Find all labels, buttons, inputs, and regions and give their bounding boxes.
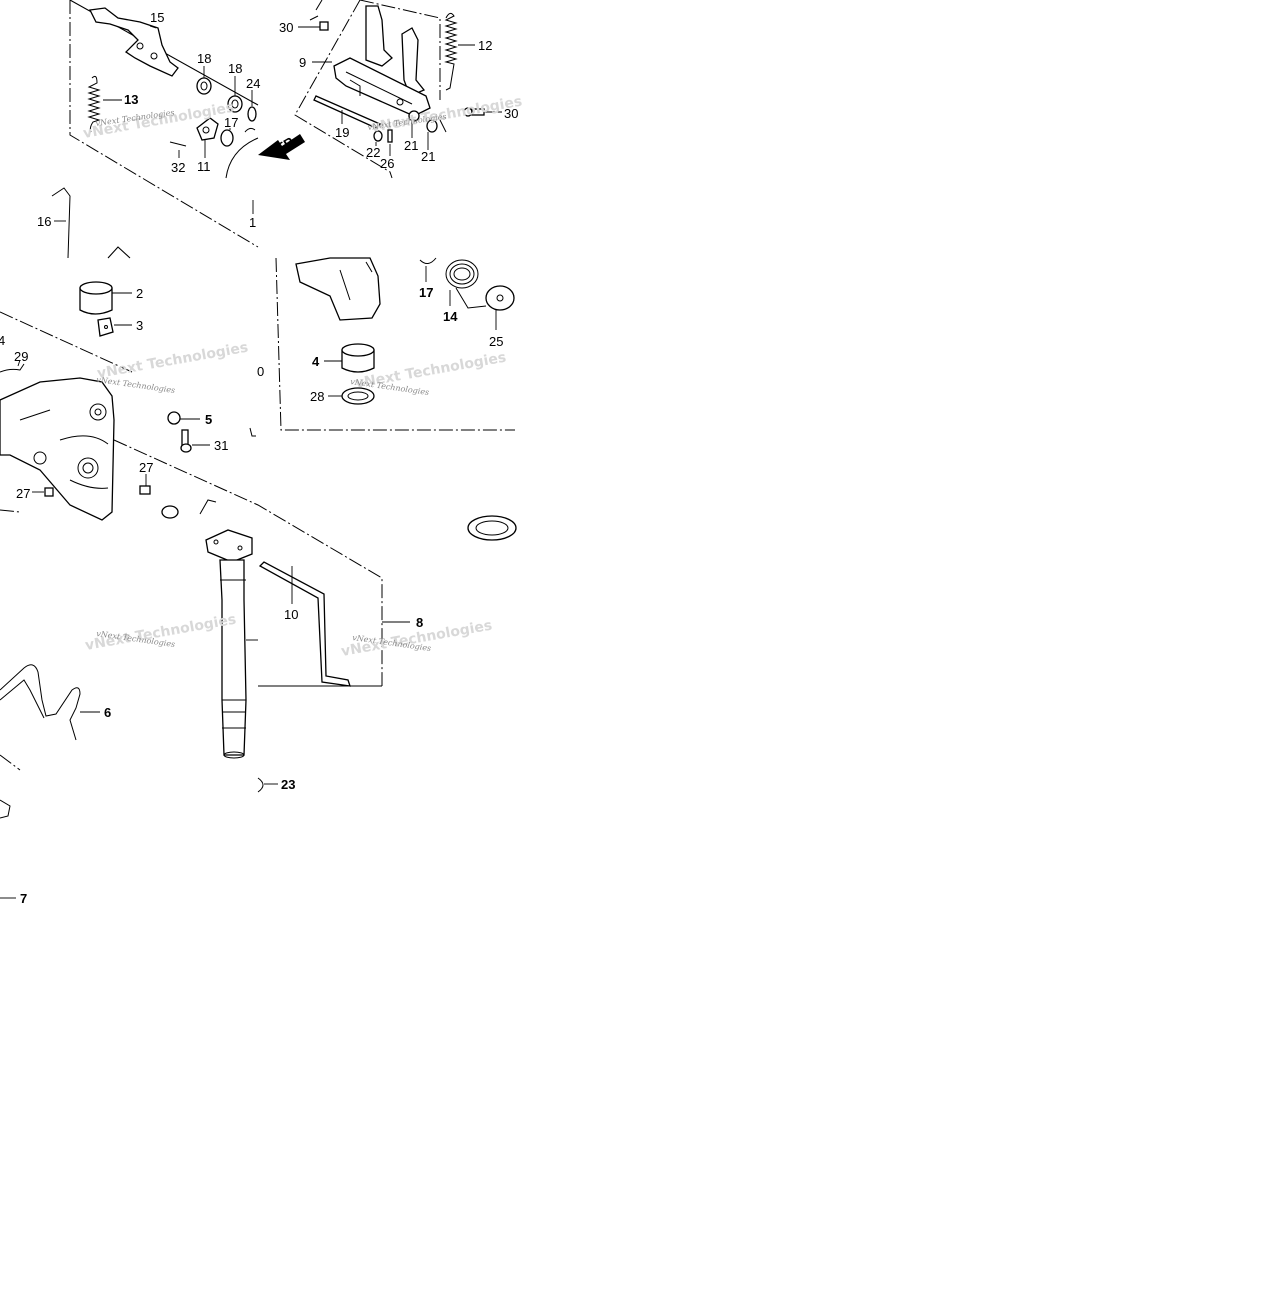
- part-4-bushing: [324, 343, 375, 373]
- callout-24: 24: [246, 76, 260, 91]
- watermark-logo: vNext Technologies: [96, 340, 250, 382]
- callout-30: 30: [279, 20, 293, 35]
- part-14-torsion-spring: [445, 259, 487, 309]
- callout-4: 4: [0, 333, 5, 348]
- callout-17: 17: [419, 285, 433, 300]
- part-11-arm: [196, 117, 219, 158]
- swivel-shaft: [205, 529, 258, 759]
- callout-21: 21: [404, 138, 418, 153]
- callout-21: 21: [421, 149, 435, 164]
- callout-18: 18: [228, 61, 242, 76]
- small-clip: [249, 427, 256, 437]
- callout-23: 23: [281, 777, 295, 792]
- callout-25: 25: [489, 334, 503, 349]
- loose-washer: [467, 515, 517, 541]
- callout-10: 10: [284, 607, 298, 622]
- callout-19: 19: [335, 125, 349, 140]
- callout-7: 7: [20, 891, 27, 906]
- callout-30: 30: [504, 106, 518, 121]
- part-17-collar-b: [419, 257, 437, 282]
- part-12-spring: [444, 12, 475, 91]
- part-16-rod: [51, 187, 71, 259]
- callout-0: 0: [257, 364, 264, 379]
- callout-32: 32: [171, 160, 185, 175]
- watermarks: vNext Technologies vNext Technologies vN…: [82, 94, 524, 660]
- part-29-clip: [0, 359, 25, 373]
- callout-27: 27: [16, 486, 30, 501]
- swivel-case: [0, 377, 115, 521]
- callout-12: 12: [478, 38, 492, 53]
- part-15-bracket: [89, 7, 179, 77]
- small-bushing: [161, 499, 217, 519]
- callout-15: 15: [150, 10, 164, 25]
- part-22-washer: [373, 130, 383, 146]
- part-3-plate: [97, 317, 132, 337]
- part-21-nut-b: [426, 119, 447, 150]
- part-17-collar-a: [220, 128, 234, 147]
- part-30-screw-b: [463, 107, 502, 117]
- part-18-bushing-a: [196, 66, 212, 95]
- callout-17: 17: [224, 115, 238, 130]
- callout-5: 5: [205, 412, 212, 427]
- callout-3: 3: [136, 318, 143, 333]
- callout-2: 2: [136, 286, 143, 301]
- part-27-screw-b: [32, 487, 54, 497]
- part-5-grease-fitting: [167, 411, 200, 425]
- part-13-spring: [87, 75, 122, 133]
- callout-28: 28: [310, 389, 324, 404]
- part-6-wire-clip: [0, 664, 100, 741]
- callout-18: 18: [197, 51, 211, 66]
- part-10-lever-rod: [258, 561, 351, 687]
- part-26-pin: [387, 129, 393, 156]
- callout-8: 8: [416, 615, 423, 630]
- part-21-nut-a: [408, 110, 420, 138]
- part-2-sleeve: [79, 281, 132, 315]
- part-30-screw-a: [298, 0, 329, 31]
- part-7-edge: [0, 799, 16, 899]
- part-27-screw-a: [139, 474, 151, 495]
- part-28-seal: [328, 387, 375, 405]
- part-31-bolt: [180, 429, 210, 453]
- callout-14: 14: [443, 309, 458, 324]
- part-25-washer: [485, 285, 515, 330]
- callout-31: 31: [214, 438, 228, 453]
- mount-bracket: [295, 257, 381, 321]
- callout-22: 22: [366, 145, 380, 160]
- callout-27: 27: [139, 460, 153, 475]
- callout-16: 16: [37, 214, 51, 229]
- callout-29: 29: [14, 349, 28, 364]
- fr-arrow: [258, 134, 305, 160]
- callout-13: 13: [124, 92, 138, 107]
- callout-6: 6: [104, 705, 111, 720]
- callout-labels: 15 18 18 24 13 17 11 32 1 16 30 9 12 30 …: [0, 10, 518, 906]
- part-32-pin: [169, 141, 187, 158]
- part-9-bracket-assembly: [312, 5, 431, 117]
- callout-1: 1: [249, 215, 256, 230]
- part-24-washer: [247, 90, 257, 122]
- callout-4: 4: [312, 354, 320, 369]
- part-23-circlip: [257, 777, 278, 793]
- part-19-shaft: [313, 95, 382, 129]
- callout-9: 9: [299, 55, 306, 70]
- callout-11: 11: [197, 159, 211, 174]
- part-18-bushing-b: [227, 76, 243, 113]
- part-1-link-arc: [225, 127, 259, 214]
- callout-26: 26: [380, 156, 394, 171]
